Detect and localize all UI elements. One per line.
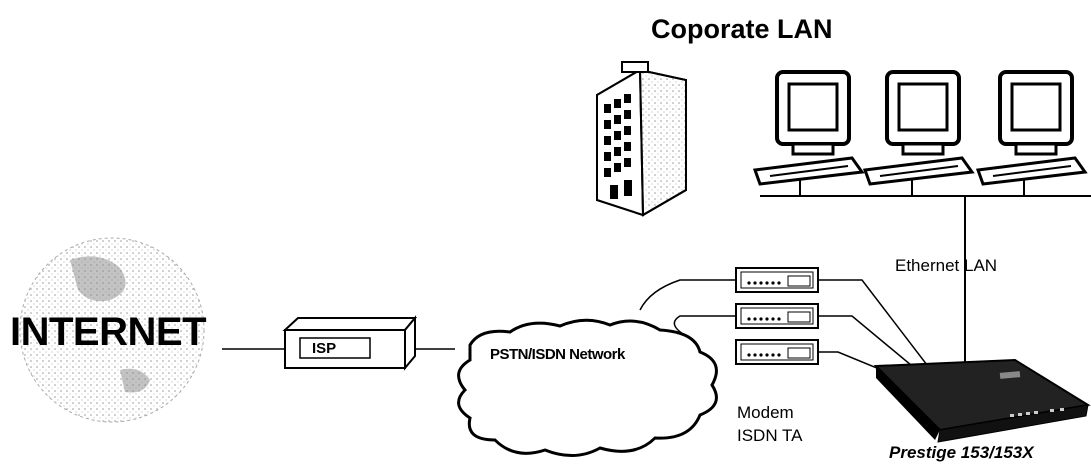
isp-box-icon (282, 315, 418, 371)
modem-icon (735, 267, 819, 293)
modem-icon (735, 303, 819, 329)
internet-label: INTERNET (10, 310, 207, 354)
computer-icon (752, 70, 865, 186)
lan-bus (760, 180, 1091, 385)
modem-icon (735, 339, 819, 365)
device-label: Prestige 153/153X (889, 443, 1034, 462)
isdn-ta-label: ISDN TA (737, 426, 803, 445)
modem-label: Modem (737, 403, 794, 422)
isp-label: ISP (312, 340, 337, 357)
building-icon (596, 61, 687, 217)
ethernet-lan-label: Ethernet LAN (895, 256, 998, 275)
cloud-icon (457, 318, 718, 457)
globe-icon (19, 237, 205, 423)
pstn-network-label: PSTN/ISDN Network (490, 346, 625, 363)
router-icon (873, 358, 1091, 443)
computer-icon (975, 70, 1088, 186)
diagram-title: Coporate LAN (651, 14, 833, 44)
computer-icon (862, 70, 975, 186)
